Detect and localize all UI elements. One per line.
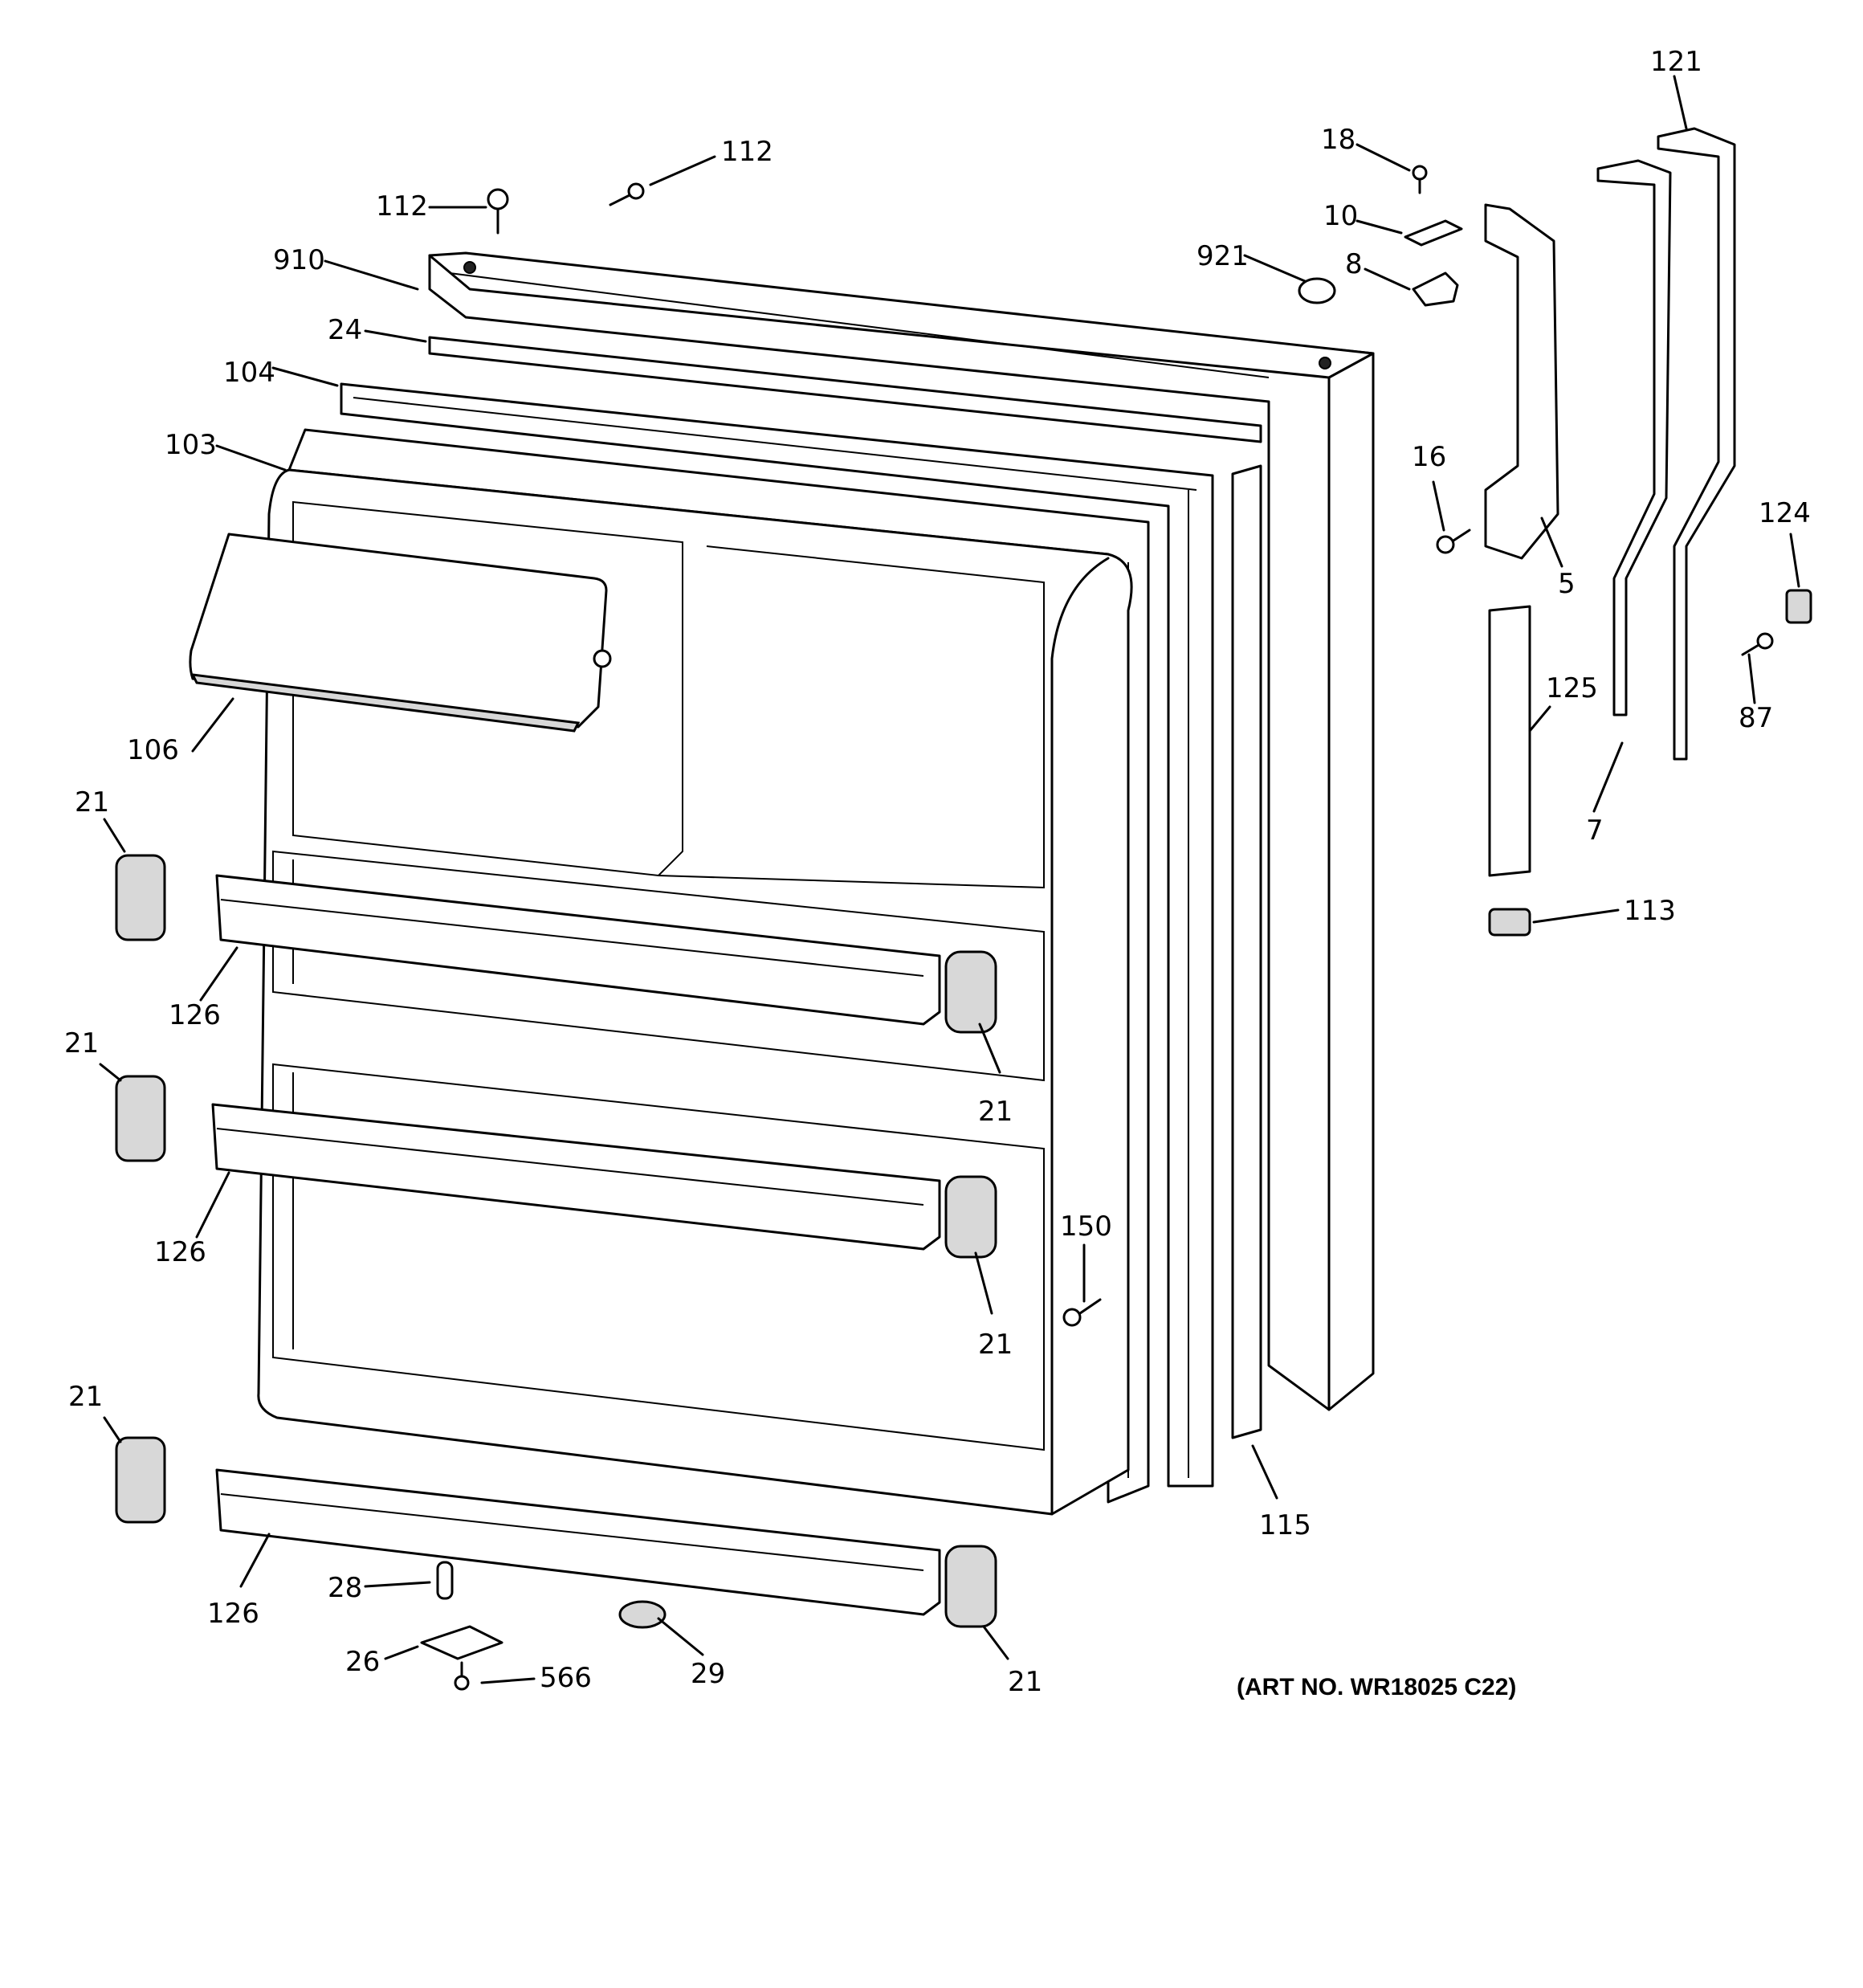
callout-28: 28: [328, 1572, 362, 1604]
callout-21-upper-left: 21: [75, 786, 109, 818]
part-28: [436, 1561, 454, 1600]
callout-150: 150: [1060, 1210, 1112, 1243]
callout-126-middle: 126: [154, 1236, 206, 1268]
callout-910: 910: [273, 244, 325, 276]
callout-26: 26: [345, 1646, 380, 1678]
callout-104: 104: [223, 357, 275, 389]
callout-10: 10: [1323, 200, 1358, 232]
door-stop-strip: [1231, 464, 1262, 1439]
callout-7: 7: [1586, 814, 1604, 847]
callout-21-lower-right: 21: [1008, 1666, 1042, 1698]
callout-121: 121: [1650, 46, 1702, 78]
callout-126-lower: 126: [207, 1598, 259, 1630]
screw-87: [1741, 632, 1774, 656]
screw-150: [1062, 1298, 1102, 1327]
callout-124: 124: [1759, 497, 1811, 529]
callout-921: 921: [1196, 240, 1249, 272]
callout-labels: 112 112 910 24 104 103 106 21 126 21 126…: [64, 46, 1811, 1698]
callout-125: 125: [1546, 672, 1598, 704]
shelf-end-caps: [115, 854, 997, 1628]
dairy-door: [189, 533, 612, 733]
screw-16: [1436, 529, 1471, 554]
leader-lines: [99, 75, 1800, 1684]
part-113: [1488, 908, 1531, 937]
part-124: [1785, 589, 1812, 624]
callout-16: 16: [1412, 441, 1446, 473]
plug-921: [1298, 277, 1336, 304]
outer-door-panel: [428, 251, 1375, 1411]
screw-18: [1412, 165, 1428, 194]
callout-21-upper-right: 21: [978, 1096, 1013, 1128]
screw-112-left: [487, 188, 509, 235]
callout-113: 113: [1624, 895, 1676, 927]
screw-566: [454, 1661, 470, 1691]
part-8: [1412, 271, 1459, 307]
callout-8: 8: [1345, 248, 1363, 280]
handle-7: [1596, 159, 1672, 716]
callout-5: 5: [1558, 568, 1576, 600]
callout-115: 115: [1259, 1509, 1311, 1541]
callout-21-lower-left: 21: [68, 1381, 103, 1413]
callout-126-upper: 126: [169, 999, 221, 1031]
door-dike-strip: [428, 336, 1262, 443]
shelf-bars: [211, 874, 941, 1616]
bracket-125: [1488, 605, 1531, 877]
door-gasket: [340, 382, 1214, 1488]
callout-566: 566: [540, 1662, 592, 1694]
plug-29: [618, 1600, 667, 1629]
screw-112-right: [609, 182, 645, 206]
callout-112-right: 112: [721, 136, 773, 168]
callout-21-middle-right: 21: [978, 1329, 1013, 1361]
part-10: [1404, 219, 1463, 247]
callout-29: 29: [691, 1658, 725, 1690]
callout-106: 106: [127, 734, 179, 766]
callout-103: 103: [165, 429, 217, 461]
handle-mount-5: [1484, 203, 1559, 560]
art-number: (ART NO. WR18025 C22): [1237, 1674, 1516, 1700]
part-26: [420, 1625, 503, 1660]
handle-121: [1657, 127, 1736, 761]
callout-21-middle-left: 21: [64, 1027, 99, 1059]
callout-18: 18: [1321, 124, 1355, 156]
callout-87: 87: [1739, 702, 1773, 734]
callout-24: 24: [328, 314, 362, 346]
callout-112-left: 112: [376, 190, 428, 222]
